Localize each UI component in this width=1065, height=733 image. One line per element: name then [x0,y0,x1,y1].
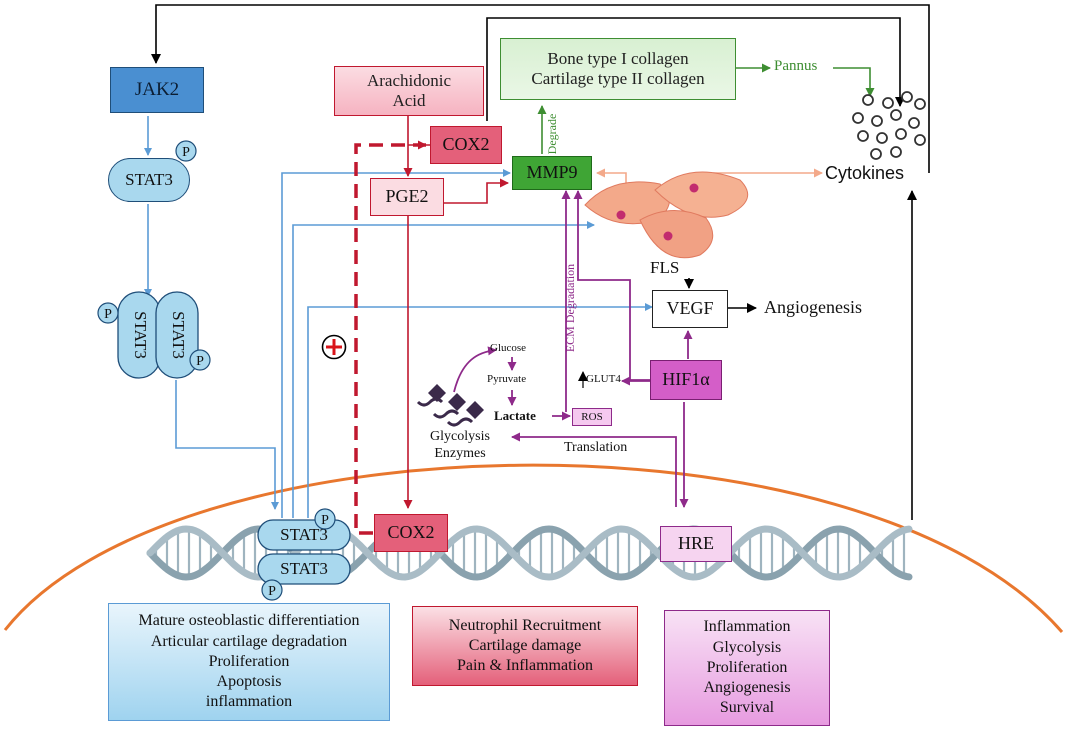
stat3-outcome-5: inflammation [205,693,293,711]
hif1a-label: HIF1α [662,369,710,390]
glycolysis-enzymes-label: Glycolysis Enzymes [418,428,502,464]
phosphate-label: P [196,354,204,369]
arrow-enzymes-to-glucose [453,346,497,393]
pge2-label: PGE2 [385,186,429,207]
cox2-outcome-2: Cartilage damage [468,636,582,654]
hif-outcome-3: Proliferation [706,658,788,676]
translation-label: Translation [564,440,628,455]
ecm-degradation-label: ECM Degradation [563,264,577,352]
ros-box: ROS [572,408,612,426]
pge2-box: PGE2 [370,178,444,216]
phosphate-groups [97,140,336,601]
degrade-label: Degrade [545,114,559,155]
vegf-box: VEGF [652,290,728,328]
stat3-label: STAT3 [125,169,173,189]
enzymes-line: Enzymes [434,446,486,461]
stat3-outcome-2: Articular cartilage degradation [150,632,348,650]
arrow-stat3-to-vegf [307,303,653,518]
arrow-stat3-to-fls [292,221,595,518]
lactate-label: Lactate [494,408,536,423]
arachidonic-label-line2: Acid [392,91,426,110]
nucleus-membrane [3,463,1064,633]
phosphate-label: P [182,145,190,160]
mmp9-label: MMP9 [526,162,578,183]
fls-cells [584,171,749,259]
cox2-nucleus-label: COX2 [387,522,435,543]
stat3-outcome-box: Mature osteoblastic differentiation Arti… [108,603,390,721]
cytokine-particles [852,91,926,160]
arrow-hif-to-mmp9 [573,190,650,381]
vegf-label: VEGF [666,298,714,319]
fls-label: FLS [650,258,680,277]
arrow-stat3-to-mmp9 [281,169,511,518]
hre-box: HRE [660,526,732,562]
arrow-loop-mmp9-cytokines [486,17,905,121]
hif-outcome-2: Glycolysis [712,638,782,656]
glycolysis-enzymes-icon [416,384,484,427]
pannus-label: Pannus [774,58,818,74]
glycolysis-line: Glycolysis [430,429,490,445]
phosphate-label: P [321,513,329,528]
hif-outcome-5: Survival [719,699,775,717]
arrow-pge2-to-mmp9 [444,178,509,204]
cytokines-label: Cytokines [825,163,905,183]
glucose-label: Glucose [490,342,527,354]
stat3-nuclear-dimer: STAT3 STAT3 [257,519,351,585]
cox2-outcome-1: Neutrophil Recruitment [448,616,602,634]
ros-label: ROS [581,410,603,423]
hif-outcome-box: Inflammation Glycolysis Proliferation An… [664,610,830,726]
phosphate-label: P [268,584,276,599]
collagen-line1: Bone type I collagen [547,48,689,68]
collagen-box: Bone type I collagen Cartilage type II c… [500,38,736,100]
jak2-label: JAK2 [134,78,180,100]
pyruvate-label: Pyruvate [487,373,527,385]
glut4-label: GLUT4 [586,373,621,385]
plus-icon [321,334,347,360]
dashed-feedback-cox2 [354,140,427,535]
hre-label: HRE [678,533,714,554]
stat3-outcome-1: Mature osteoblastic differentiation [138,612,360,630]
arachidonic-label-line1: Arachidonic [366,70,452,90]
arrow-pannus-to-cytokines [833,67,875,97]
phosphate-label: P [104,307,112,322]
hif1a-box: HIF1α [650,360,722,400]
collagen-line2: Cartilage type II collagen [531,69,705,88]
stat3-box: STAT3 [108,158,190,202]
jak2-box: JAK2 [110,67,204,113]
cox2-box-nucleus: COX2 [374,514,448,552]
cox2-outcome-box: Neutrophil Recruitment Cartilage damage … [412,606,638,686]
arrow-cytokines-to-jak2 [151,4,930,173]
stat3-dimer-right-label: STAT3 [169,311,188,359]
cox2-box-top: COX2 [430,126,502,164]
mmp9-box: MMP9 [512,156,592,190]
stat3-dimer-left-label: STAT3 [131,311,150,359]
stat3-dimer: STAT3 STAT3 [117,291,199,379]
stat3-outcome-3: Proliferation [208,652,290,670]
hif-outcome-4: Angiogenesis [703,679,791,697]
stat3-outcome-4: Apoptosis [216,673,282,691]
cox2-top-label: COX2 [442,134,490,155]
arrow-dimer-to-nucleus [175,380,279,510]
stat3-nucleus-bottom-label: STAT3 [280,559,328,578]
angiogenesis-label: Angiogenesis [764,297,862,317]
hif-outcome-1: Inflammation [703,618,791,636]
cox2-outcome-3: Pain & Inflammation [457,657,593,675]
arachidonic-acid-box: Arachidonic Acid [334,66,484,116]
arrow-hre-translation [511,432,677,507]
stat3-nucleus-top-label: STAT3 [280,525,328,544]
